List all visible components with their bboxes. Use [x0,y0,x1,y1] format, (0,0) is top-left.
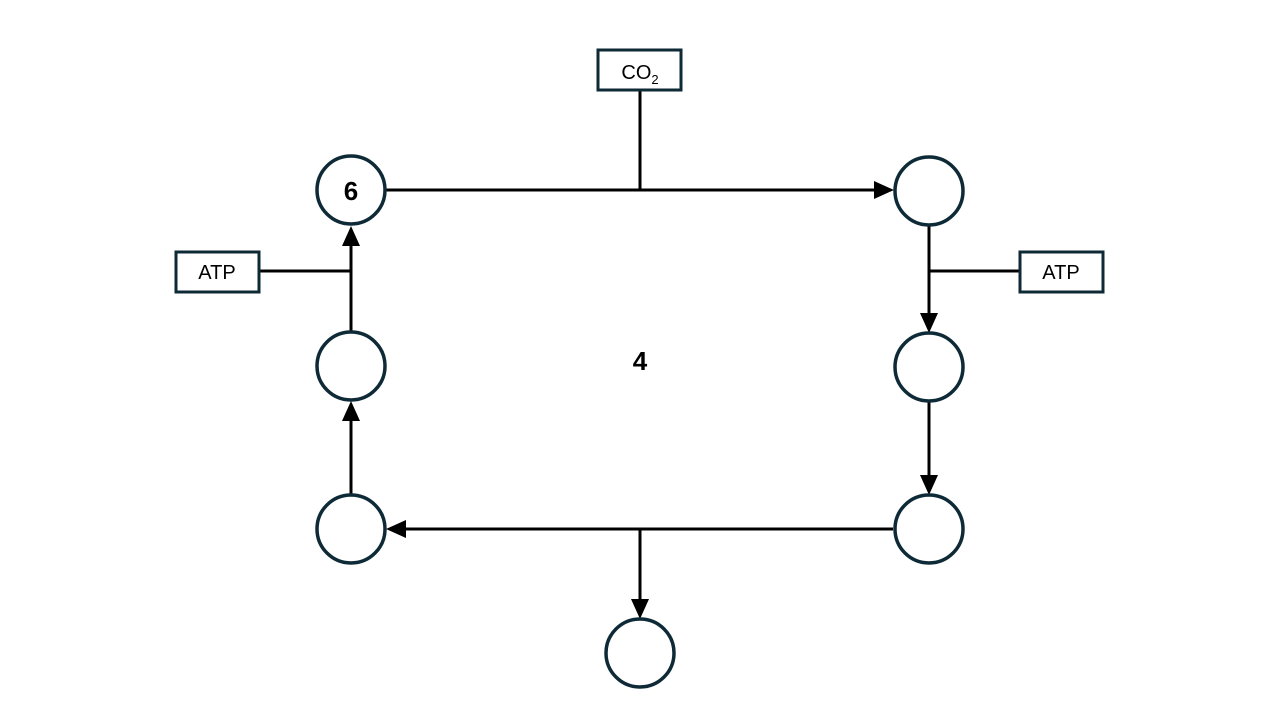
arrowhead-bottom [386,520,406,538]
arrowhead-right-lower [920,475,938,495]
node-bottom-output [604,617,676,689]
arrowhead-right-upper [920,313,938,333]
node-top-right [893,155,965,227]
arrowhead-top [874,181,894,199]
arrowhead-output [631,599,649,619]
node-bottom-left [315,493,387,565]
co2-input-box: CO2 [596,48,683,92]
node-top-left-label: 6 [344,176,358,206]
node-top-left: 6 [315,154,387,226]
node-bottom-right [893,493,965,565]
atp-right-label: ATP [1042,262,1079,284]
arrowhead-left-upper [342,226,360,246]
atp-input-box-left: ATP [174,250,261,294]
atp-input-box-right: ATP [1018,250,1105,294]
cycle-center-label: 4 [633,346,648,376]
svg-text:CO2: CO2 [621,62,658,87]
arrowhead-left-lower [342,401,360,421]
node-right-middle [893,331,965,403]
node-left-middle [315,330,387,402]
co2-subscript: 2 [651,72,658,87]
atp-left-label: ATP [198,262,235,284]
co2-label: CO [621,62,651,84]
